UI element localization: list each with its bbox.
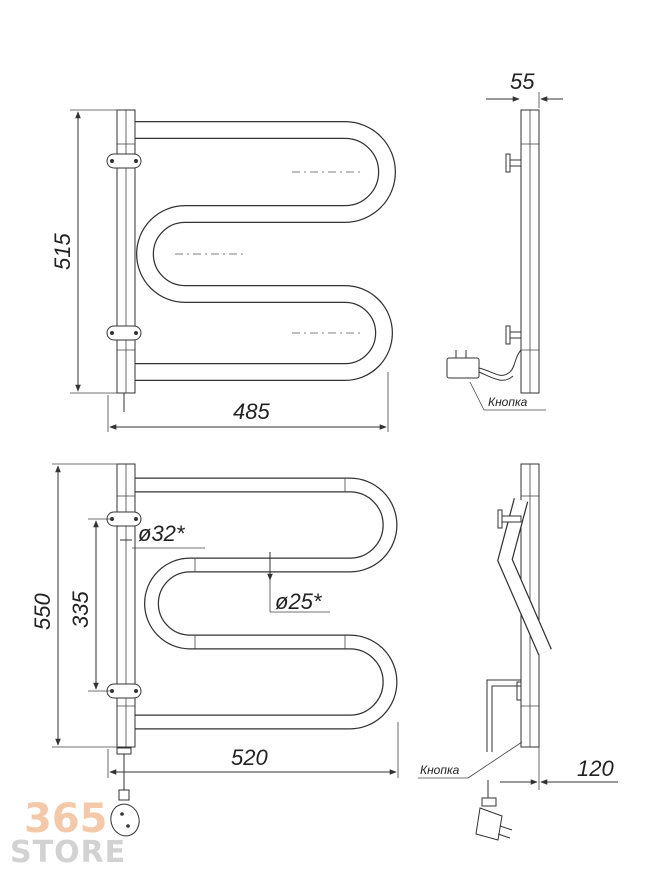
dim-top-width: 485 xyxy=(233,399,270,424)
dim-bottom-mount: 335 xyxy=(68,591,93,628)
logo-word: STORE xyxy=(10,835,126,870)
dim-bottom-width: 520 xyxy=(231,745,268,770)
bottom-side-plug-icon xyxy=(475,780,513,841)
dim-bottom-depth: 120 xyxy=(577,756,614,781)
dim-side-depth-top: 55 xyxy=(510,69,535,94)
bottom-bracket-lower xyxy=(106,683,142,699)
dim-main-pipe-diameter: ø32* xyxy=(138,521,186,546)
bottom-bracket-upper xyxy=(106,511,142,527)
top-side-view: 55 Кнопка xyxy=(446,69,563,411)
bottom-side-view: Кнопка 120 xyxy=(418,463,618,841)
top-serpentine-tube xyxy=(135,121,396,381)
label-button-bottom: Кнопка xyxy=(420,763,460,777)
dim-bottom-height: 550 xyxy=(30,593,55,630)
label-button-top: Кнопка xyxy=(488,395,528,409)
top-bracket-lower xyxy=(106,325,142,341)
store-logo: 365 STORE xyxy=(10,796,126,870)
dim-top-height: 515 xyxy=(50,233,75,270)
top-front-view: 515 485 xyxy=(50,109,396,432)
dim-bend-pipe-diameter: ø25* xyxy=(275,589,323,614)
bottom-plug-icon xyxy=(110,747,140,837)
logo-number: 365 xyxy=(24,796,108,842)
bottom-front-view: 550 335 ø32* ø25* 520 xyxy=(30,463,399,837)
plug-icon xyxy=(446,349,522,381)
top-bracket-upper xyxy=(106,153,142,169)
